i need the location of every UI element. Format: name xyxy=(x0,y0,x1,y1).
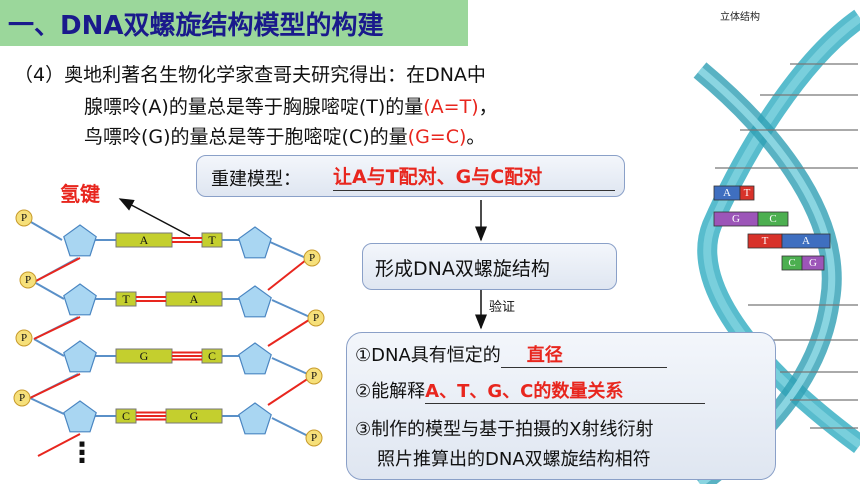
base-left-letter: A xyxy=(140,233,149,247)
sugar-left xyxy=(63,340,97,373)
paragraph-line-1: （4）奥地利著名生物化学家查哥夫研究得出：在DNA中 xyxy=(14,64,486,86)
paragraph-line-3-tail: 。 xyxy=(466,126,486,148)
paragraph-line-3: 鸟嘌呤(G)的量总是等于胞嘧啶(C)的量(G=C)。 xyxy=(84,122,485,149)
paragraph-line-2-formula: (A=T) xyxy=(423,96,479,118)
paragraph-line-2-tail: ， xyxy=(478,96,498,118)
helix-base-right-letter: T xyxy=(744,187,751,199)
helix-base-left-letter: T xyxy=(762,235,769,247)
helix-base-right xyxy=(801,255,825,271)
paragraph-line-3-formula: (G=C) xyxy=(407,126,467,148)
phosphate-left-label: P xyxy=(25,274,31,286)
stereo-structure-label: 立体结构 xyxy=(720,12,760,23)
base-left xyxy=(115,291,137,307)
helix-base-right xyxy=(757,211,789,227)
verify-line-1-prefix: ①DNA具有恒定的 xyxy=(355,345,501,366)
verify-line-2-fill: A、T、G、C的数量关系 xyxy=(425,377,706,404)
phosphate-left-label: P xyxy=(21,332,27,344)
base-right xyxy=(201,232,223,248)
base-left-letter: G xyxy=(140,349,149,363)
phosphate-right xyxy=(305,367,323,385)
verify-label: 验证 xyxy=(489,300,516,315)
paragraph-line-3-text: 鸟嘌呤(G)的量总是等于胞嘧啶(C)的量 xyxy=(84,126,408,148)
base-left-letter: T xyxy=(122,292,130,306)
helix-base-left-letter: G xyxy=(732,213,740,225)
base-right-letter: C xyxy=(208,349,216,363)
ladder-red-links xyxy=(29,257,313,457)
phosphate-right-label: P xyxy=(311,432,317,444)
hydrogen-bond-arrow xyxy=(118,198,191,237)
ellipsis-icon: ⋮ xyxy=(68,436,96,469)
base-left-letter: C xyxy=(122,409,130,423)
dna-ladder: P P P P P P P P A T T A G C C G xyxy=(13,209,325,447)
verify-line-4: 照片推算出的DNA双螺旋结构相符 xyxy=(377,449,651,470)
verify-line-2: ②能解释A、T、G、C的数量关系 xyxy=(355,377,706,404)
helix-base-right-letter: G xyxy=(809,257,817,269)
page-title: 一、DNA双螺旋结构模型的构建 xyxy=(8,11,384,41)
helix-base-right xyxy=(781,233,831,249)
helix-base-left-letter: A xyxy=(723,187,731,199)
hydrogen-bond-label: 氢键 xyxy=(60,182,100,206)
phosphate-right xyxy=(307,309,325,327)
phosphate-left-label: P xyxy=(21,212,27,224)
model-box-value: 让A与T配对、G与C配对 xyxy=(333,162,615,191)
phosphate-left xyxy=(15,209,33,227)
model-box: 重建模型： 让A与T配对、G与C配对 xyxy=(196,155,625,197)
verify-line-3: ③制作的模型与基于拍摄的X射线衍射 xyxy=(355,419,654,440)
sugar-right xyxy=(238,402,272,435)
sugar-left xyxy=(63,224,97,257)
base-left xyxy=(115,232,173,248)
paragraph-line-2-text: 腺嘌呤(A)的量总是等于胸腺嘧啶(T)的量 xyxy=(84,96,424,118)
helix-base-left-letter: C xyxy=(788,257,795,269)
verify-line-2-prefix: ②能解释 xyxy=(355,381,426,402)
model-box-label: 重建模型： xyxy=(211,169,301,190)
phosphate-right-label: P xyxy=(313,312,319,324)
phosphate-left-label: P xyxy=(19,392,25,404)
form-structure-text: 形成DNA双螺旋结构 xyxy=(375,258,550,280)
phosphate-right-label: P xyxy=(311,370,317,382)
phosphate-left xyxy=(15,329,33,347)
base-right-letter: A xyxy=(190,292,199,306)
phosphate-left xyxy=(19,271,37,289)
sugar-left xyxy=(63,400,97,433)
form-structure-box: 形成DNA双螺旋结构 xyxy=(362,243,617,290)
sugar-right xyxy=(238,226,272,259)
helix-base-right-letter: C xyxy=(769,213,776,225)
verify-line-1-fill: 直径 xyxy=(500,341,667,368)
sugar-right xyxy=(238,342,272,375)
phosphate-right-label: P xyxy=(309,252,315,264)
helix-base-right-letter: A xyxy=(802,235,810,247)
verify-line-1: ①DNA具有恒定的直径 xyxy=(355,341,667,368)
base-right-letter: G xyxy=(190,409,199,423)
verify-box: ①DNA具有恒定的直径 ②能解释A、T、G、C的数量关系 ③制作的模型与基于拍摄… xyxy=(346,332,776,480)
sugar-left xyxy=(63,283,97,316)
title-bar xyxy=(0,0,468,46)
paragraph-line-2: 腺嘌呤(A)的量总是等于胸腺嘧啶(T)的量(A=T)， xyxy=(84,92,498,119)
base-right-letter: T xyxy=(208,233,216,247)
helix-base-right xyxy=(739,185,755,201)
phosphate-right xyxy=(305,429,323,447)
phosphate-left xyxy=(13,389,31,407)
base-right xyxy=(165,291,223,307)
phosphate-right xyxy=(303,249,321,267)
sugar-right xyxy=(238,285,272,318)
